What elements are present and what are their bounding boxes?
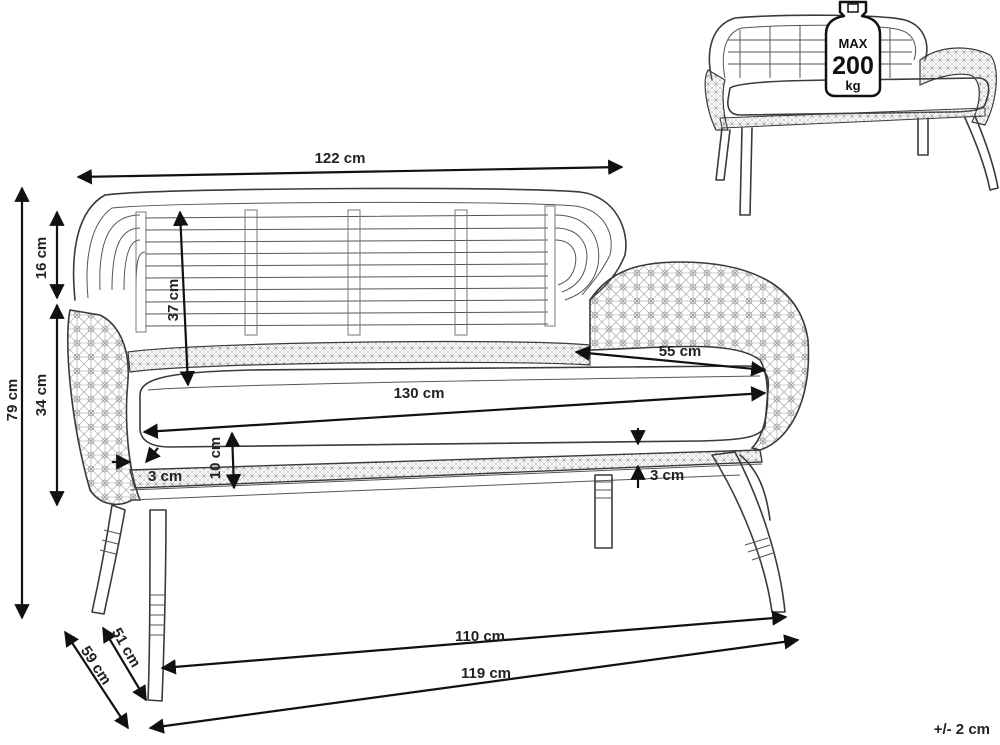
label-inner-leg-width: 110 cm [455, 628, 505, 645]
dim-line-total-width [76, 159, 624, 185]
badge-unit: kg [845, 78, 860, 93]
dim-line-cushion-thickness [224, 431, 242, 490]
label-gap-right: 3 cm [650, 467, 684, 484]
dim-line-outer-depth [64, 630, 129, 730]
label-backrest-height: 37 cm [165, 279, 182, 322]
label-seat-width: 130 cm [394, 385, 445, 402]
label-backrest-top: 16 cm [33, 237, 50, 280]
backrest-right-arcs [554, 214, 600, 301]
dimension-lines [14, 159, 800, 734]
label-seat-depth: 55 cm [659, 343, 702, 360]
label-outer-depth: 59 cm [77, 643, 114, 688]
seat-cushion [139, 365, 770, 448]
dim-line-backrest-height [172, 210, 196, 387]
dim-line-gap-left-b [144, 446, 161, 464]
cushion-seam [147, 375, 761, 391]
label-total-width: 122 cm [315, 150, 366, 167]
label-cushion-thickness: 10 cm [207, 437, 224, 480]
backrest-left-arcs [99, 214, 146, 291]
weight-icon [824, 0, 882, 98]
sofa-legs [91, 451, 786, 702]
dim-line-outer-leg-width [148, 634, 800, 734]
left-armrest [67, 309, 142, 506]
label-outer-leg-width: 119 cm [461, 665, 511, 682]
label-tolerance: +/- 2 cm [934, 721, 990, 738]
thumbnail-sofa [704, 14, 999, 216]
dim-line-seat-width [142, 386, 767, 439]
badge-max: MAX [839, 36, 868, 51]
label-armrest-height: 34 cm [33, 374, 50, 417]
backrest-slats [135, 205, 556, 336]
badge-weight: 200 [832, 52, 874, 80]
label-inner-depth: 51 cm [108, 625, 144, 670]
backrest-inner-frame [86, 201, 612, 299]
seat-front-rail [129, 449, 763, 489]
label-total-height: 79 cm [4, 379, 21, 422]
label-gap-left: 3 cm [148, 468, 182, 485]
dim-line-seat-depth [574, 345, 767, 377]
backrest-frame [72, 187, 627, 301]
max-weight-badge: MAX 200 kg [824, 0, 882, 98]
